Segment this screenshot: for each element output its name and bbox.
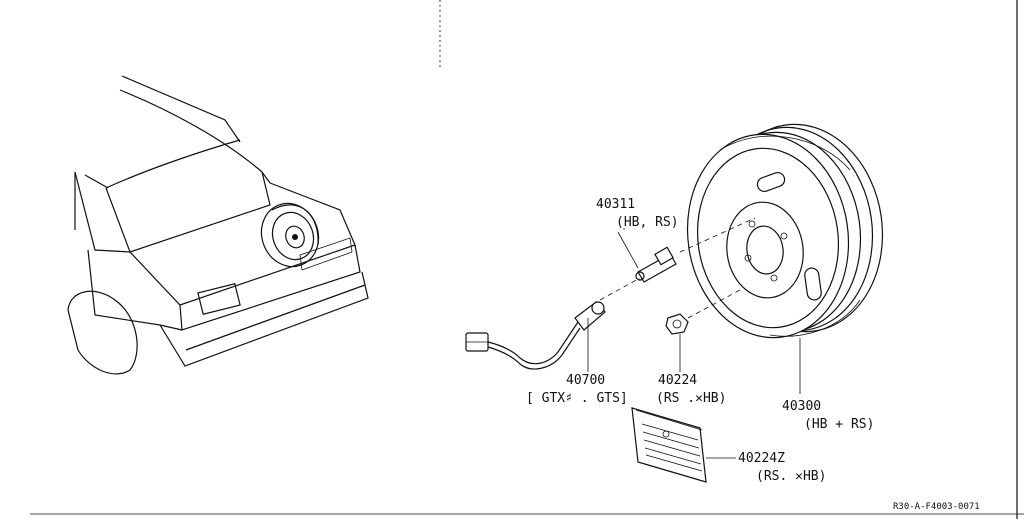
part-note-40300: (HB + RS) xyxy=(804,417,874,432)
part-number-40224: 40224 xyxy=(658,373,697,388)
leader-lines xyxy=(587,228,801,459)
part-note-40224z: (RS. ✕HB) xyxy=(756,469,826,484)
part-note-40311: (HB, RS) xyxy=(616,215,679,230)
part-note-40700: [ GTX♯ . GTS] xyxy=(526,391,628,406)
nut-drawing xyxy=(665,289,741,335)
part-number-40224z: 40224Z xyxy=(738,451,785,466)
spare-wheel-drawing xyxy=(686,123,884,339)
part-number-40311: 40311 xyxy=(596,197,635,212)
part-label-40300: 40300 (HB + RS) xyxy=(782,399,874,432)
car-rear-illustration xyxy=(67,75,369,375)
part-number-40300: 40300 xyxy=(782,399,821,414)
part-label-40224z: 40224Z (RS. ✕HB) xyxy=(738,451,826,484)
part-number-40700: 40700 xyxy=(566,373,605,388)
label-plate-drawing xyxy=(631,407,707,483)
sensor-part-drawing xyxy=(599,217,756,301)
frame-lines xyxy=(30,0,1024,519)
part-note-40224: (RS .✕HB) xyxy=(656,391,726,406)
diagram-code: R30-A-F4003-0071 xyxy=(893,502,980,512)
harness-drawing xyxy=(465,301,606,370)
part-label-40224: 40224 (RS .✕HB) xyxy=(656,373,726,406)
part-label-40311: 40311 (HB, RS) xyxy=(596,197,679,230)
part-label-40700: 40700 [ GTX♯ . GTS] xyxy=(526,373,628,406)
